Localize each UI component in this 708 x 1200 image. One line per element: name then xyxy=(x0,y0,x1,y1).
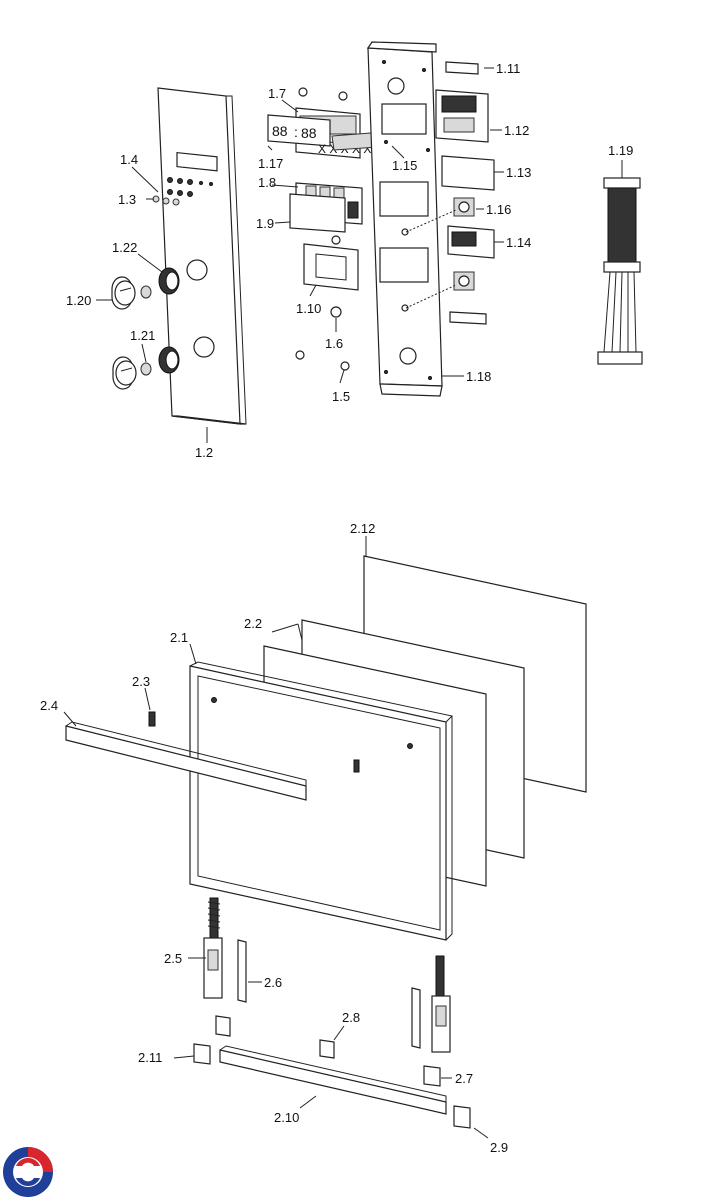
label-2-9: 2.9 xyxy=(490,1140,508,1155)
part-fascia-panel xyxy=(157,87,247,425)
part-springs xyxy=(140,285,152,376)
part-led-display: 88 : 88 xyxy=(267,114,331,147)
label-1-5: 1.5 xyxy=(332,389,350,404)
label-1-20: 1.20 xyxy=(66,293,91,308)
brand-logo-icon xyxy=(3,1147,53,1197)
label-1-8: 1.8 xyxy=(258,175,276,190)
part-knob-bushings xyxy=(158,267,180,374)
part-display-board xyxy=(435,89,489,143)
part-chassis-plate xyxy=(366,41,443,397)
part-control-knobs xyxy=(111,276,137,390)
part-board-cover xyxy=(441,155,495,191)
label-2-1: 2.1 xyxy=(170,630,188,645)
part-hinge-right xyxy=(431,955,451,1053)
label-2-6: 2.6 xyxy=(264,975,282,990)
label-1-11: 1.11 xyxy=(496,61,520,76)
label-1-4: 1.4 xyxy=(120,152,138,167)
display-left-digits: 88 xyxy=(272,123,288,139)
label-2-3: 2.3 xyxy=(132,674,150,689)
label-1-12: 1.12 xyxy=(504,123,529,138)
label-2-4: 2.4 xyxy=(40,698,58,713)
part-hinge-left xyxy=(203,897,223,999)
label-1-16: 1.16 xyxy=(486,202,511,217)
label-1-9: 1.9 xyxy=(256,216,274,231)
label-1-15: 1.15 xyxy=(392,158,417,173)
part-bottom-rail xyxy=(219,1045,447,1115)
door-assembly: 2.1 2.2 2.3 2.4 2.5 2.6 2.7 2.8 2.9 2.10… xyxy=(40,521,587,1155)
part-control-module xyxy=(303,243,359,291)
label-1-3: 1.3 xyxy=(118,192,136,207)
label-1-17: 1.17 xyxy=(258,156,283,171)
button-holes xyxy=(167,177,213,197)
part-lower-strip xyxy=(449,311,487,325)
label-1-22: 1.22 xyxy=(112,240,137,255)
part-top-strip xyxy=(445,61,479,75)
part-selector-switch xyxy=(405,197,475,309)
leader-lines-section-2 xyxy=(63,536,489,1139)
label-1-18: 1.18 xyxy=(466,369,491,384)
label-1-7: 1.7 xyxy=(268,86,286,101)
part-outer-door-glass xyxy=(189,661,454,941)
part-door-handle xyxy=(65,721,307,801)
label-1-21: 1.21 xyxy=(130,328,155,343)
label-2-7: 2.7 xyxy=(455,1071,473,1086)
display-right-digits: 88 xyxy=(301,125,317,141)
label-1-14: 1.14 xyxy=(506,235,531,250)
part-timer-board xyxy=(447,225,495,259)
label-2-10: 2.10 xyxy=(274,1110,299,1125)
label-2-5: 2.5 xyxy=(164,951,182,966)
label-1-2: 1.2 xyxy=(195,445,213,460)
label-2-11: 2.11 xyxy=(138,1050,162,1065)
label-1-10: 1.10 xyxy=(296,301,321,316)
label-1-19: 1.19 xyxy=(608,143,633,158)
leader-lines-section-1 xyxy=(96,67,623,443)
label-1-13: 1.13 xyxy=(506,165,531,180)
part-push-buttons xyxy=(152,195,180,206)
part-hinge-receivers xyxy=(193,1015,471,1129)
label-2-2: 2.2 xyxy=(244,616,262,631)
part-screws xyxy=(295,350,350,371)
part-wiring-harness xyxy=(597,177,643,365)
display-colon: : xyxy=(294,124,298,140)
part-hinge-plate-right xyxy=(411,987,421,1049)
control-panel-assembly: 88 : 88 X X X X X xyxy=(66,41,643,460)
part-handle-clip xyxy=(148,711,156,727)
part-hinge-plate-left xyxy=(237,939,247,1003)
label-2-8: 2.8 xyxy=(342,1010,360,1025)
part-membrane-pcb xyxy=(289,193,346,233)
label-2-12: 2.12 xyxy=(350,521,375,536)
part-nut xyxy=(330,306,342,318)
label-1-6: 1.6 xyxy=(325,336,343,351)
